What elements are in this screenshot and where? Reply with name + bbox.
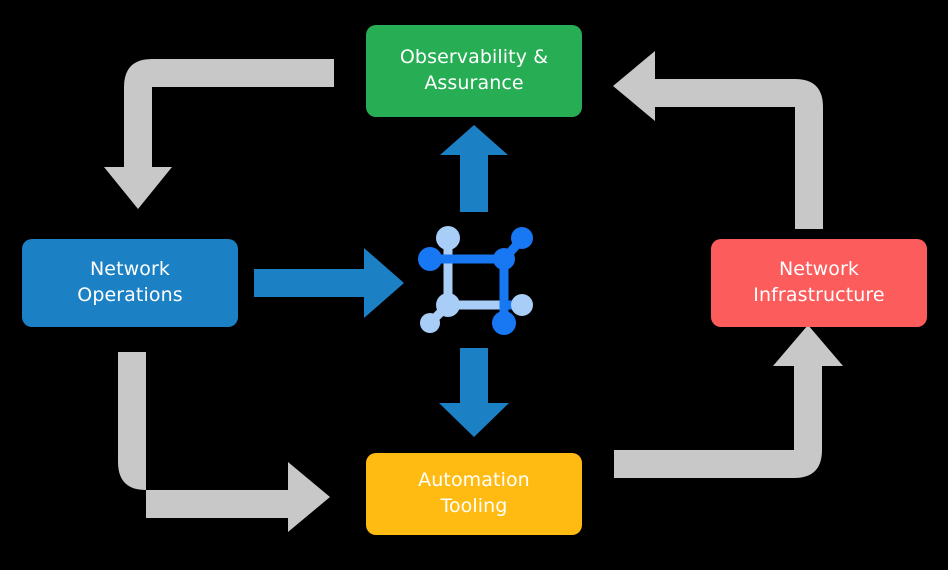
network-topology-icon xyxy=(418,226,533,335)
node-observability-assurance-label: Observability & Assurance xyxy=(399,46,549,94)
connector-center-to-automation xyxy=(439,348,509,437)
node-automation-tooling[interactable]: Automation Tooling xyxy=(366,453,582,535)
connector-observability-to-operations xyxy=(104,59,334,209)
connector-automation-to-infrastructure xyxy=(614,325,843,478)
connector-center-to-observability xyxy=(440,125,508,212)
topology-dark-nodes xyxy=(418,227,533,335)
node-observability-assurance[interactable]: Observability & Assurance xyxy=(366,25,582,117)
node-network-operations[interactable]: Network Operations xyxy=(22,239,238,327)
node-network-infrastructure-label: Network Infrastructure xyxy=(753,258,885,306)
topology-light-nodes xyxy=(420,226,533,333)
connector-infrastructure-to-observability xyxy=(613,51,823,229)
connector-operations-to-center xyxy=(254,248,404,318)
connector-operations-to-automation xyxy=(118,352,330,532)
node-network-infrastructure[interactable]: Network Infrastructure xyxy=(711,239,927,327)
node-automation-tooling-label: Automation Tooling xyxy=(418,469,530,517)
node-network-operations-label: Network Operations xyxy=(77,258,183,306)
